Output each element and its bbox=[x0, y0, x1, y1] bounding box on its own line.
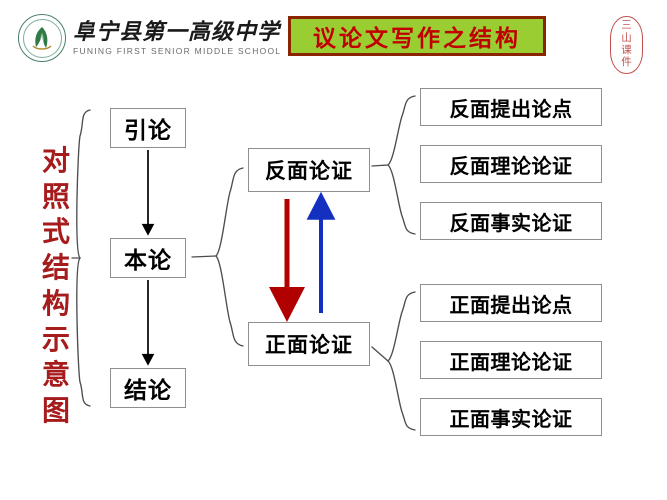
caption-char-1: 对 bbox=[41, 146, 70, 177]
page-title: 议论文写作之结构 bbox=[313, 26, 521, 51]
stamp-char-4: 件 bbox=[621, 57, 632, 69]
node-intro[interactable]: 引论 bbox=[110, 108, 186, 148]
node-negative-thesis[interactable]: 反面提出论点 bbox=[420, 88, 602, 126]
node-positive-thesis[interactable]: 正面提出论点 bbox=[420, 284, 602, 322]
node-positive-theory[interactable]: 正面理论论证 bbox=[420, 341, 602, 379]
stamp-char-2: 山 bbox=[621, 32, 632, 44]
node-positive-facts[interactable]: 正面事实论证 bbox=[420, 398, 602, 436]
brace-positive-group bbox=[386, 291, 416, 431]
seal-inner-ring bbox=[22, 18, 62, 58]
node-negative-facts[interactable]: 反面事实论证 bbox=[420, 202, 602, 240]
stamp-char-1: 三 bbox=[621, 20, 632, 32]
school-name-block: 阜宁县第一高级中学 FUNING FIRST SENIOR MIDDLE SCH… bbox=[73, 18, 282, 56]
brace-body-to-arguments bbox=[215, 167, 244, 347]
school-seal-icon bbox=[18, 14, 66, 62]
brace-negative-group bbox=[386, 95, 416, 235]
node-negative-argument[interactable]: 反面论证 bbox=[248, 148, 370, 192]
brace-body-connector-stem bbox=[191, 255, 217, 258]
slide-title-banner: 议论文写作之结构 bbox=[288, 16, 546, 56]
watermark-stamp: 三 山 课 件 bbox=[610, 16, 643, 74]
node-negative-theory[interactable]: 反面理论论证 bbox=[420, 145, 602, 183]
caption-char-8: 图 bbox=[41, 395, 70, 427]
school-name-cn: 阜宁县第一高级中学 bbox=[73, 18, 281, 44]
caption-char-4: 结 bbox=[41, 253, 70, 285]
brace-negative-stem bbox=[371, 164, 389, 167]
caption-char-5: 构 bbox=[41, 288, 70, 320]
caption-char-7: 意 bbox=[41, 360, 70, 392]
caption-char-3: 式 bbox=[41, 217, 70, 249]
node-positive-argument[interactable]: 正面论证 bbox=[248, 322, 370, 366]
brace-positive-stem bbox=[371, 346, 389, 362]
stamp-char-3: 课 bbox=[621, 45, 632, 56]
brace-level1-group bbox=[76, 109, 91, 407]
vertical-caption: 对 照 式 结 构 示 意 图 bbox=[38, 148, 74, 426]
school-identity: 阜宁县第一高级中学 FUNING FIRST SENIOR MIDDLE SCH… bbox=[18, 14, 281, 62]
node-conclusion[interactable]: 结论 bbox=[110, 368, 186, 408]
caption-char-2: 照 bbox=[41, 181, 70, 213]
node-body[interactable]: 本论 bbox=[110, 238, 186, 278]
caption-char-6: 示 bbox=[41, 324, 70, 356]
school-name-en: FUNING FIRST SENIOR MIDDLE SCHOOL bbox=[73, 45, 282, 56]
